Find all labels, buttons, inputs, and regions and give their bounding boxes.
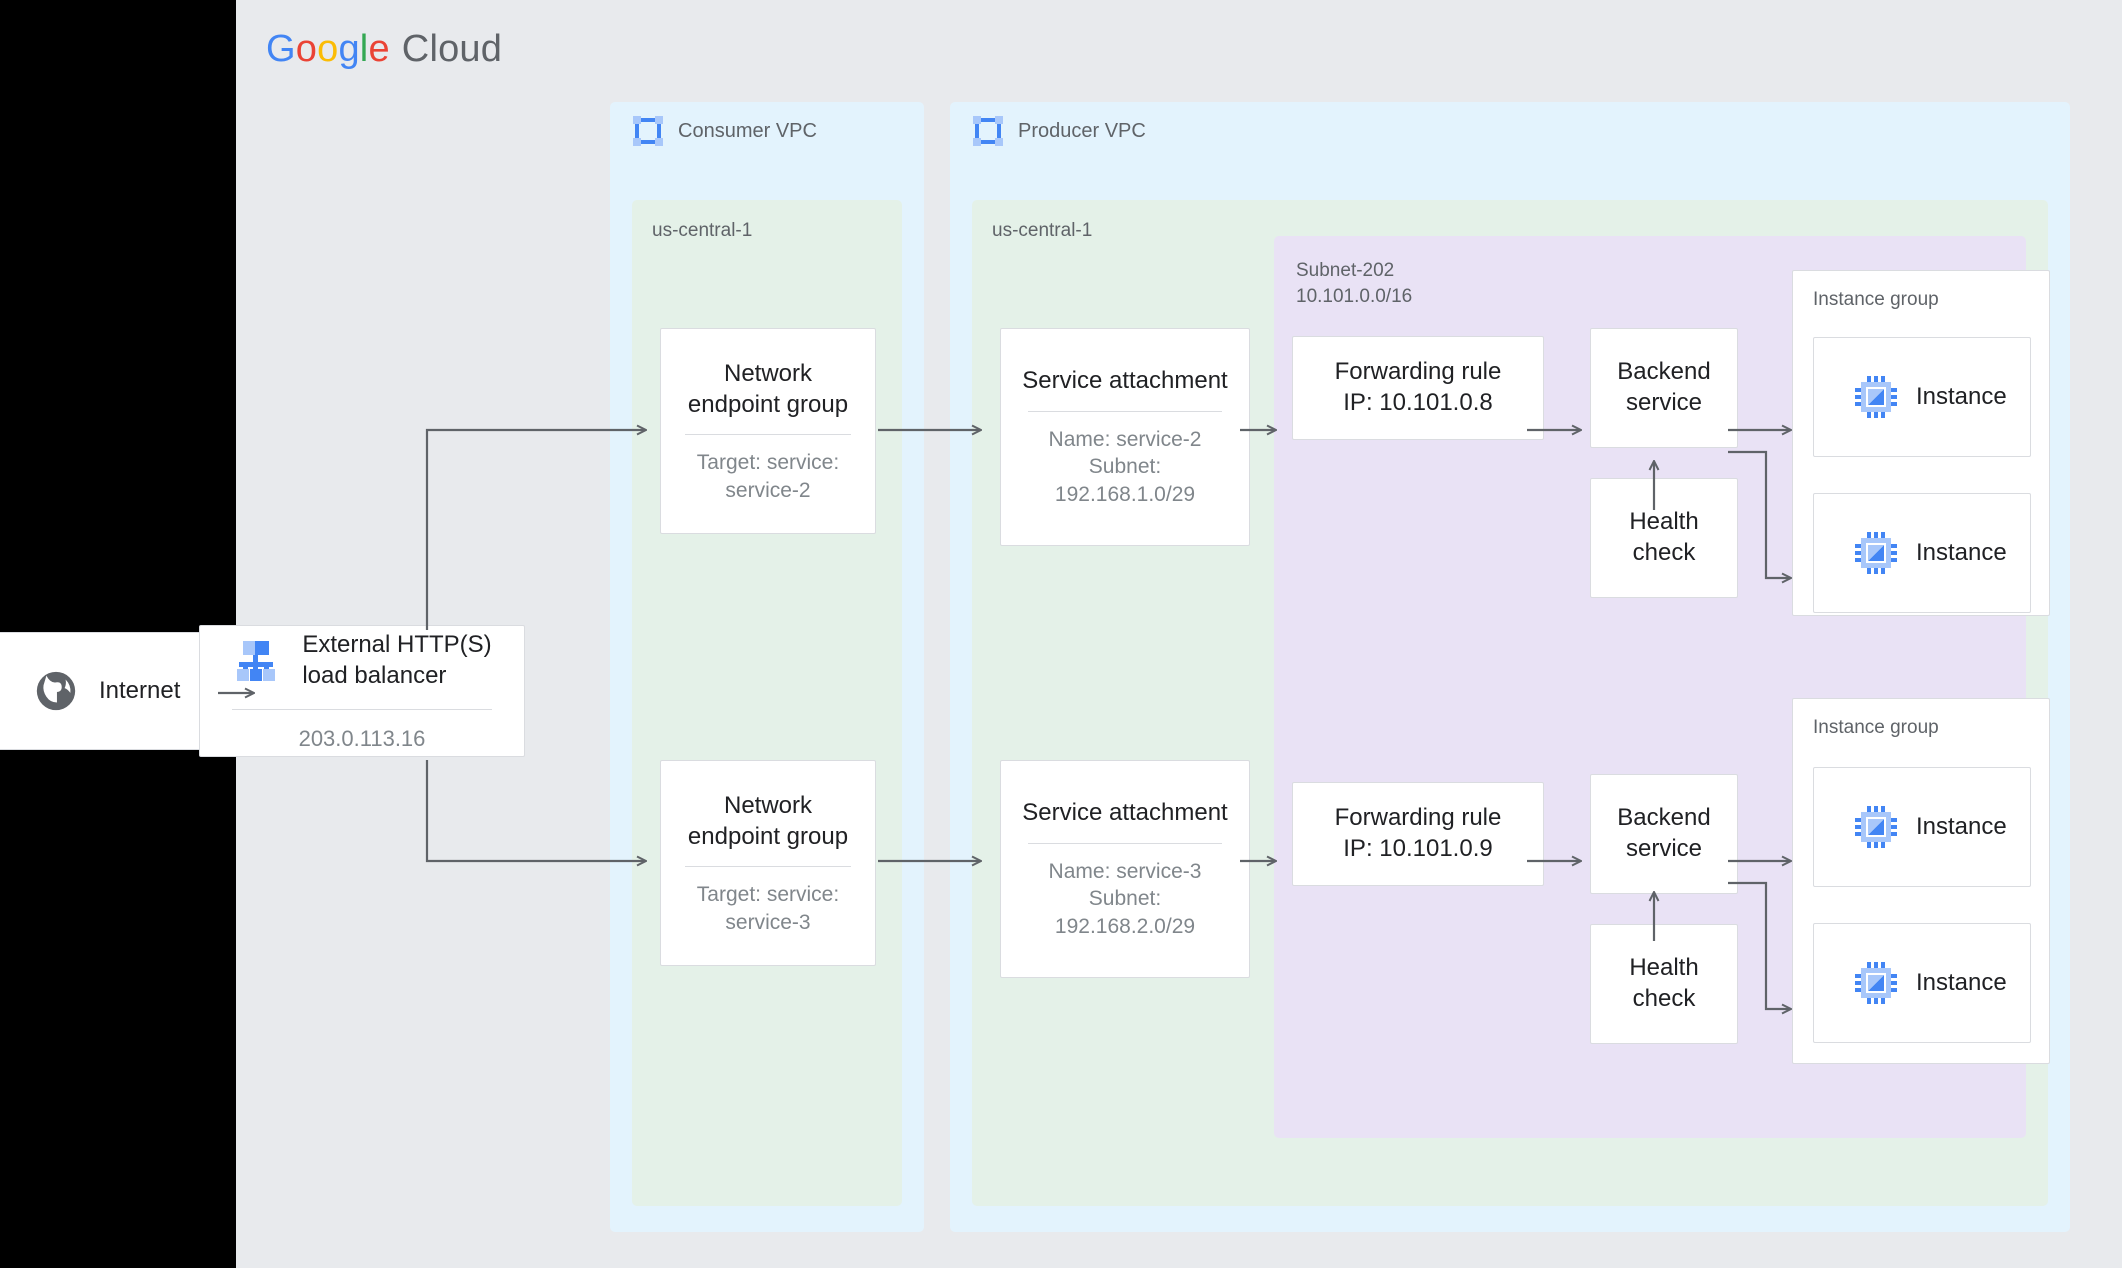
fr-1-line1: Forwarding rule	[1334, 358, 1502, 386]
network-endpoint-group-1: Network endpoint group Target: service: …	[660, 328, 876, 534]
consumer-region-label: us-central-1	[652, 220, 753, 241]
instance-2-1: Instance	[1813, 767, 2031, 887]
sa-2-title: Service attachment	[1022, 799, 1228, 827]
instance-1-1: Instance	[1813, 337, 2031, 457]
instance-1-1-label: Instance	[1916, 383, 2007, 410]
backend-service-1: Backend service	[1590, 328, 1738, 448]
sa-2-sub-line2: Subnet:	[1088, 887, 1162, 911]
neg-1-title-line2: endpoint group	[687, 390, 849, 418]
sa-1-title: Service attachment	[1022, 367, 1228, 395]
load-balancer-title: External HTTP(S) load balancer	[302, 630, 491, 691]
subnet-name: Subnet-202	[1296, 260, 1395, 281]
instance-group-1-label: Instance group	[1813, 289, 1939, 310]
internet-label: Internet	[99, 677, 181, 704]
google-cloud-logo: Google Cloud	[266, 28, 502, 71]
neg-2-divider	[684, 865, 852, 867]
service-attachment-2: Service attachment Name: service-3 Subne…	[1000, 760, 1250, 978]
logo-cloud-word: Cloud	[401, 28, 503, 70]
vpc-icon	[632, 115, 664, 147]
fr-2-line1: Forwarding rule	[1334, 804, 1502, 832]
producer-vpc-header: Producer VPC	[950, 102, 1146, 160]
instance-2-1-label: Instance	[1916, 813, 2007, 840]
logo-letter-o2: o	[317, 28, 339, 70]
consumer-vpc-container: Consumer VPC us-central-1 Network endpoi…	[610, 102, 924, 1232]
sa-1-divider	[1028, 410, 1222, 412]
hc-1-line1: Health	[1629, 508, 1699, 536]
instance-group-2: Instance group	[1792, 698, 2050, 1064]
sa-1-sub-line2: Subnet:	[1088, 455, 1162, 479]
bs-2-line2: service	[1625, 835, 1703, 862]
neg-1-sub-line1: Target: service:	[696, 450, 840, 474]
hc-1-line2: check	[1632, 539, 1696, 566]
consumer-vpc-header: Consumer VPC	[610, 102, 817, 160]
fr-1-line2: IP: 10.101.0.8	[1343, 389, 1493, 416]
consumer-vpc-title: Consumer VPC	[678, 119, 817, 142]
neg-1-divider	[684, 433, 852, 435]
instance-1-2-label: Instance	[1916, 539, 2007, 566]
instance-2-2-label: Instance	[1916, 969, 2007, 996]
producer-region-label: us-central-1	[992, 220, 1093, 241]
neg-2-title-line1: Network	[723, 791, 813, 819]
load-balancer-node: External HTTP(S) load balancer 203.0.113…	[199, 625, 525, 757]
neg-2-title-line2: endpoint group	[687, 822, 849, 850]
instance-chip-icon	[1854, 805, 1898, 849]
sa-1-sub-line1: Name: service-2	[1048, 427, 1202, 451]
neg-2-sub-line1: Target: service:	[696, 882, 840, 906]
bs-2-line1: Backend	[1617, 804, 1711, 832]
producer-vpc-title: Producer VPC	[1018, 119, 1146, 142]
load-balancer-header: External HTTP(S) load balancer	[206, 630, 517, 691]
hc-2-line1: Health	[1629, 954, 1699, 982]
logo-letter-o1: o	[295, 28, 318, 70]
internet-node: Internet	[0, 632, 216, 750]
service-attachment-1: Service attachment Name: service-2 Subne…	[1000, 328, 1250, 546]
logo-letter-g1: G	[266, 28, 296, 70]
google-cloud-panel: Google Cloud Consumer VPC	[199, 0, 2122, 1268]
subnet-202-container: Subnet-202 10.101.0.0/16 Forwarding rule…	[1274, 236, 2050, 1138]
sa-1-sub-line3: 192.168.1.0/29	[1054, 482, 1196, 506]
forwarding-rule-1: Forwarding rule IP: 10.101.0.8	[1292, 336, 1544, 440]
load-balancer-icon	[232, 637, 280, 685]
logo-letter-l: l	[359, 28, 369, 70]
sa-2-sub-line1: Name: service-3	[1048, 859, 1202, 883]
consumer-region-container: us-central-1 Network endpoint group Targ…	[632, 200, 902, 1206]
neg-1-title-line1: Network	[723, 359, 813, 387]
subnet-cidr: 10.101.0.0/16	[1296, 285, 1413, 307]
instance-group-2-label: Instance group	[1813, 717, 1939, 738]
instance-chip-icon	[1854, 375, 1898, 419]
subnet-label: Subnet-202 10.101.0.0/16	[1296, 258, 1412, 309]
sa-2-sub-line3: 192.168.2.0/29	[1054, 914, 1196, 938]
lb-title-line2: load balancer	[302, 661, 447, 689]
instance-chip-icon	[1854, 961, 1898, 1005]
instance-2-2: Instance	[1813, 923, 2031, 1043]
health-check-1: Health check	[1590, 478, 1738, 598]
backend-service-2: Backend service	[1590, 774, 1738, 894]
neg-2-sub-line2: service-3	[725, 910, 811, 934]
logo-letter-g2: g	[338, 28, 360, 70]
producer-region-container: us-central-1 Service attachment Name: se…	[972, 200, 2050, 1206]
instance-1-2: Instance	[1813, 493, 2031, 613]
bs-1-line2: service	[1625, 389, 1703, 416]
network-endpoint-group-2: Network endpoint group Target: service: …	[660, 760, 876, 966]
load-balancer-ip: 203.0.113.16	[298, 726, 426, 752]
sa-2-divider	[1028, 842, 1222, 844]
health-check-2: Health check	[1590, 924, 1738, 1044]
logo-letter-e: e	[368, 28, 390, 70]
fr-2-line2: IP: 10.101.0.9	[1343, 835, 1493, 862]
globe-icon	[33, 668, 79, 714]
load-balancer-divider	[232, 709, 492, 711]
vpc-icon	[972, 115, 1004, 147]
forwarding-rule-2: Forwarding rule IP: 10.101.0.9	[1292, 782, 1544, 886]
producer-vpc-container: Producer VPC us-central-1 Service attach…	[950, 102, 2070, 1232]
lb-title-line1: External HTTP(S)	[302, 630, 492, 658]
neg-1-sub-line2: service-2	[725, 478, 811, 502]
hc-2-line2: check	[1632, 985, 1696, 1012]
instance-group-1: Instance group	[1792, 270, 2050, 616]
bs-1-line1: Backend	[1617, 358, 1711, 386]
instance-chip-icon	[1854, 531, 1898, 575]
